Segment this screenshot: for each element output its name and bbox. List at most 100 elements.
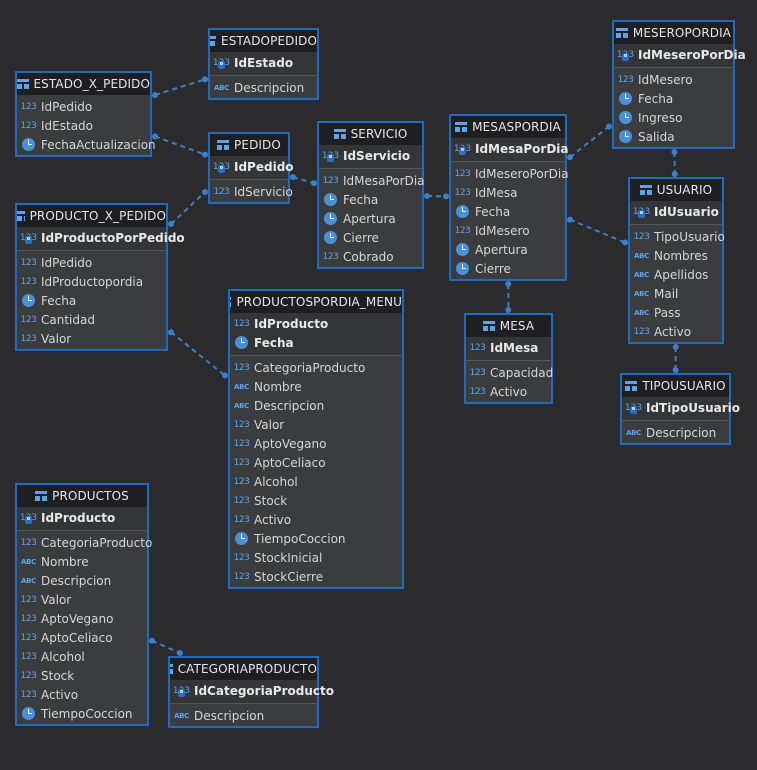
column-row[interactable]: Ingreso [614, 108, 733, 127]
entity-header[interactable]: PRODUCTOS [17, 485, 147, 507]
entity-categoriaproducto[interactable]: CATEGORIAPRODUCTO123IdCategoriaProductoA… [168, 656, 334, 728]
entity-header[interactable]: ESTADOPEDIDO [210, 30, 317, 52]
column-row[interactable]: Salida [614, 127, 733, 146]
relationship-line[interactable] [170, 331, 226, 377]
column-row[interactable]: Apertura [319, 209, 422, 228]
entity-header[interactable]: MESEROPORDIA [614, 22, 733, 44]
column-row[interactable]: 123IdProductoPorPedido [17, 228, 185, 247]
entity-header[interactable]: PRODUCTOSPORDIA_MENU [230, 291, 402, 313]
column-row[interactable]: Fecha [614, 89, 733, 108]
relationship-line[interactable] [292, 176, 315, 185]
column-row[interactable]: 123IdUsuario [630, 202, 722, 221]
entity-header[interactable]: PEDIDO [210, 134, 288, 156]
column-row[interactable]: FechaActualizacion [17, 135, 156, 154]
entity-producto-x-pedido[interactable]: PRODUCTO_X_PEDIDO123IdProductoPorPedido 1… [15, 203, 185, 351]
entity-mesaspordia[interactable]: MESASPORDIA123IdMesaPorDia 123IdMeseroPor… [449, 114, 569, 281]
column-row[interactable]: Fecha [451, 202, 565, 221]
entity-header[interactable]: MESASPORDIA [451, 116, 565, 138]
relationship-line[interactable] [154, 135, 206, 156]
entity-header[interactable]: SERVICIO [319, 123, 422, 145]
relationship-line[interactable] [170, 191, 206, 225]
column-row[interactable]: Apertura [451, 240, 565, 259]
entity-estadopedido[interactable]: ESTADOPEDIDO123IdEstadoABCDescripcion [208, 28, 319, 100]
entity-header[interactable]: ESTADO_X_PEDIDO [17, 73, 150, 95]
entity-header[interactable]: CATEGORIAPRODUCTO [170, 658, 317, 680]
entity-header[interactable]: TIPOUSUARIO [622, 375, 729, 397]
column-row[interactable]: TiempoCoccion [17, 704, 147, 723]
entity-header[interactable]: USUARIO [630, 179, 722, 201]
entity-productos[interactable]: PRODUCTOS123IdProducto 123CategoriaProduc… [15, 483, 153, 726]
column-row[interactable]: 123IdCategoriaProducto [170, 681, 334, 700]
entity-header[interactable]: PRODUCTO_X_PEDIDO [17, 205, 166, 227]
column-row[interactable]: Fecha [230, 333, 402, 352]
relationship-line[interactable] [154, 78, 206, 96]
column-row[interactable]: Fecha [17, 291, 166, 310]
entity-header[interactable]: MESA [466, 315, 551, 337]
entity-meseropordia[interactable]: MESEROPORDIA123IdMeseroPorDia 123IdMesero… [612, 20, 746, 149]
column-row[interactable]: TiempoCoccion [230, 529, 402, 548]
column-row[interactable]: 123IdTipoUsuario [622, 398, 740, 417]
column-row[interactable]: Cierre [451, 259, 565, 278]
column-row[interactable]: Cierre [319, 228, 422, 247]
relationship-line[interactable] [151, 639, 181, 654]
relationship-line[interactable] [569, 125, 610, 159]
relationship-line[interactable] [569, 218, 626, 244]
entity-usuario[interactable]: USUARIO123IdUsuario 123TipoUsuarioABCNomb… [628, 177, 725, 344]
entity-tipousuario[interactable]: TIPOUSUARIO123IdTipoUsuarioABCDescripcio… [620, 373, 740, 445]
column-row[interactable]: Fecha [319, 190, 422, 209]
entity-servicio[interactable]: SERVICIO123IdServicio 123IdMesaPorDiaFech… [317, 121, 425, 269]
